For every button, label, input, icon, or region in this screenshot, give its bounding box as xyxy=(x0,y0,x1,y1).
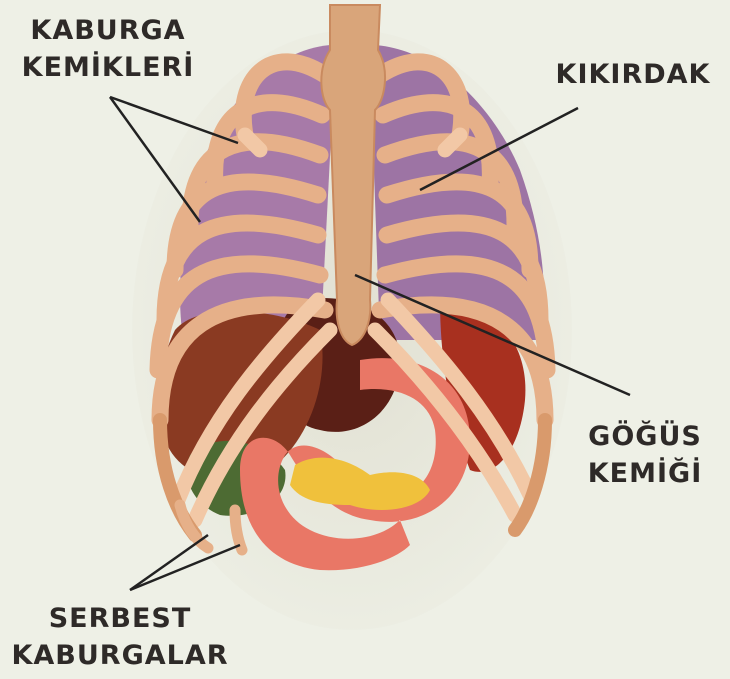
cartilage-l-a xyxy=(245,135,260,150)
label-floating-line2: KABURGALAR xyxy=(5,637,235,674)
label-ribs: KABURGA KEMİKLERİ xyxy=(8,12,208,86)
label-ribs-line2: KEMİKLERİ xyxy=(8,49,208,86)
label-cartilage-line1: KIKIRDAK xyxy=(548,56,718,93)
label-sternum-line1: GÖĞÜS xyxy=(585,418,705,455)
cartilage-r-a xyxy=(445,135,460,150)
label-ribs-line1: KABURGA xyxy=(8,12,208,49)
label-sternum-line2: KEMİĞİ xyxy=(585,455,705,492)
label-floating-line1: SERBEST xyxy=(5,600,235,637)
label-floating-ribs: SERBEST KABURGALAR xyxy=(5,600,235,674)
label-sternum: GÖĞÜS KEMİĞİ xyxy=(585,418,705,492)
label-cartilage: KIKIRDAK xyxy=(548,56,718,93)
